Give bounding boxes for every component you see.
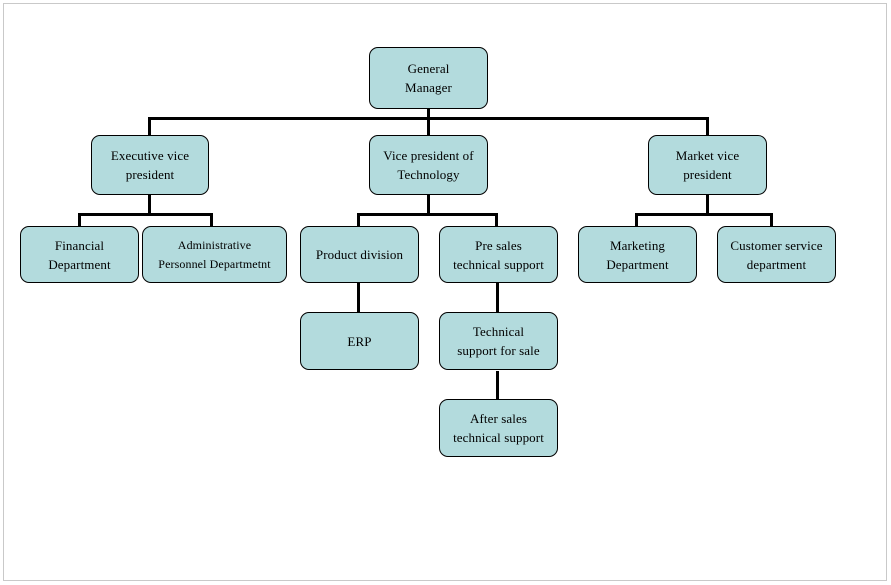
node-vice-president-of-technology[interactable]: Vice president of Technology: [369, 135, 488, 195]
connector-executive-children-bus: [78, 213, 213, 216]
connector-pre-sales-up: [495, 213, 498, 227]
node-administrative-personnel-department[interactable]: Administrative Personnel Departmetnt: [142, 226, 287, 283]
connector-product-division-to-erp: [357, 283, 360, 312]
node-marketing-department-label: Marketing Department: [606, 237, 669, 272]
connector-administrative-personnel-up: [210, 213, 213, 227]
node-general-manager[interactable]: General Manager: [369, 47, 488, 109]
node-financial-department[interactable]: Financial Department: [20, 226, 139, 283]
connector-vice-president-technology-up: [427, 117, 430, 137]
connector-customer-service-up: [770, 213, 773, 227]
node-product-division[interactable]: Product division: [300, 226, 419, 283]
node-marketing-department[interactable]: Marketing Department: [578, 226, 697, 283]
node-executive-vice-president-label: Executive vice president: [110, 148, 190, 182]
connector-executive-vice-president-up: [148, 117, 151, 137]
node-market-vice-president-label: Market vice president: [675, 148, 740, 182]
connector-executive-vice-president-down: [148, 194, 151, 215]
node-product-division-label: Product division: [315, 247, 404, 262]
node-financial-department-label: Financial Department: [48, 237, 111, 272]
node-technical-support-for-sale[interactable]: Technical support for sale: [439, 312, 558, 370]
connector-market-vice-president-up: [706, 117, 709, 137]
node-market-vice-president[interactable]: Market vice president: [648, 135, 767, 195]
node-vice-president-of-technology-label: Vice president of Technology: [383, 148, 474, 182]
node-customer-service-department-label: Customer service department: [730, 237, 823, 272]
node-customer-service-department[interactable]: Customer service department: [717, 226, 836, 283]
connector-marketing-department-up: [635, 213, 638, 227]
connector-product-division-up: [357, 213, 360, 227]
node-executive-vice-president[interactable]: Executive vice president: [91, 135, 209, 195]
connector-technology-children-bus: [357, 213, 498, 216]
node-administrative-personnel-department-label: Administrative Personnel Departmetnt: [158, 237, 271, 271]
connector-general-manager-down: [427, 108, 430, 120]
node-general-manager-label: General Manager: [405, 61, 452, 95]
node-technical-support-for-sale-label: Technical support for sale: [457, 324, 540, 358]
connector-pre-sales-to-technical-support: [496, 283, 499, 312]
node-erp[interactable]: ERP: [300, 312, 419, 370]
node-pre-sales-technical-support-label: Pre sales technical support: [453, 237, 544, 272]
connector-financial-department-up: [78, 213, 81, 227]
connector-market-children-bus: [635, 213, 773, 216]
node-after-sales-technical-support-label: After sales technical support: [453, 411, 544, 445]
node-erp-label: ERP: [347, 333, 372, 349]
connector-vice-president-technology-down: [427, 194, 430, 215]
connector-market-vice-president-down: [706, 194, 709, 215]
node-pre-sales-technical-support[interactable]: Pre sales technical support: [439, 226, 558, 283]
node-after-sales-technical-support[interactable]: After sales technical support: [439, 399, 558, 457]
connector-technical-support-to-after-sales: [496, 371, 499, 400]
